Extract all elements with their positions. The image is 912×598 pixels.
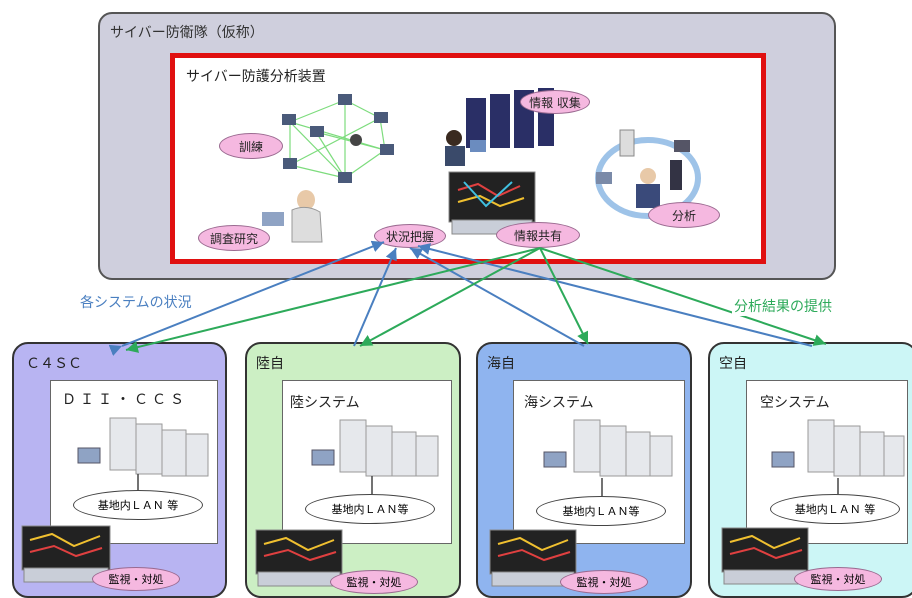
site-label-msdf: 海自: [487, 356, 515, 372]
results-arrow-c4sc: [125, 247, 541, 353]
cyber-defense-unit-title: サイバー防衛隊（仮称）: [110, 25, 264, 41]
situation-node: 状況把握: [374, 224, 446, 248]
results-arrow-msdf: [539, 247, 589, 345]
training-node: 訓練: [219, 133, 283, 159]
operator-icon: [350, 134, 362, 146]
lan-label-c4sc: 基地内ＬＡＮ 等: [73, 490, 203, 520]
lan-label-gsdf: 基地内ＬＡＮ等: [305, 494, 435, 524]
site-label-asdf: 空自: [719, 356, 747, 372]
collector-operator-icon: [445, 130, 486, 166]
lan-label-msdf: 基地内ＬＡＮ等: [536, 496, 666, 526]
status-flow-label: 各システムの状況: [78, 292, 194, 312]
results-arrows: [125, 247, 827, 353]
status-arrow-c4sc: [108, 240, 385, 357]
status-arrow-gsdf: [353, 247, 397, 347]
computer-icons: [282, 94, 394, 183]
lan-connector-lines: [137, 474, 839, 496]
sharing-node: 情報共有: [496, 222, 580, 248]
site-label-c4sc: Ｃ４ＳＣ: [26, 356, 82, 372]
central-monitor-console-icon: [448, 171, 536, 235]
site-label-gsdf: 陸自: [256, 356, 284, 372]
site-server-icons: [109, 417, 905, 477]
results-arrow-asdf: [539, 247, 827, 346]
analysis-device-title: サイバー防護分析装置: [186, 69, 326, 85]
results-flow-label: 分析結果の提供: [732, 296, 834, 316]
system-label-c4sc: ＤＩＩ・ＣＣＳ: [62, 392, 188, 408]
monitor-label-msdf: 監視・対処: [560, 570, 648, 594]
status-arrow-msdf: [409, 247, 585, 347]
monitor-label-gsdf: 監視・対処: [330, 570, 418, 594]
status-arrows: [108, 240, 813, 357]
researcher-icon: [262, 190, 323, 243]
lan-label-asdf: 基地内ＬＡＮ 等: [770, 494, 900, 524]
system-label-gsdf: 陸システム: [290, 395, 360, 411]
site-laptop-icons: [77, 447, 795, 468]
system-label-asdf: 空システム: [760, 395, 830, 411]
site-monitor-console-icons: [21, 525, 809, 587]
system-label-msdf: 海システム: [524, 395, 594, 411]
analysis-node: 分析: [648, 202, 720, 228]
analyst-icon: [596, 129, 690, 208]
monitor-label-c4sc: 監視・対処: [92, 567, 180, 591]
monitor-label-asdf: 監視・対処: [794, 567, 882, 591]
collection-node: 情報 収集: [520, 90, 590, 114]
results-arrow-gsdf: [359, 247, 541, 347]
